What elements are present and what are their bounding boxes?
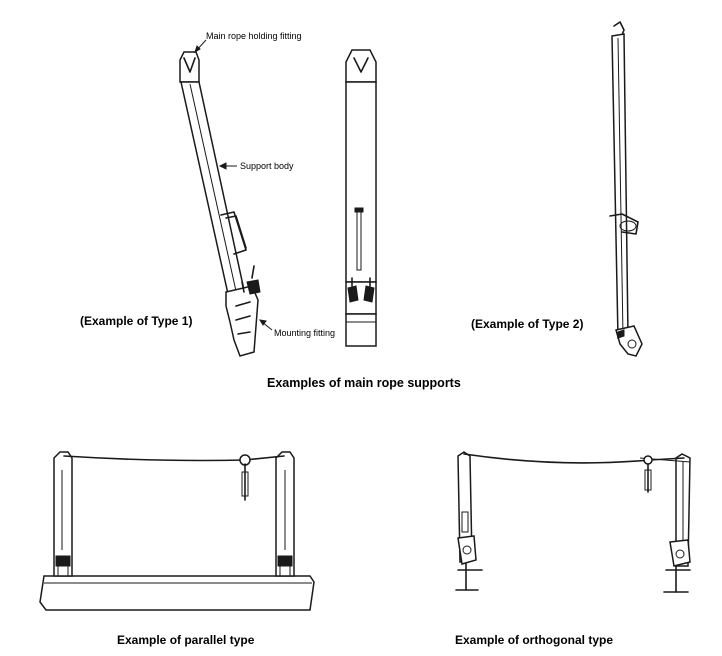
type1-front-view [345, 49, 377, 347]
caption-type1: (Example of Type 1) [80, 314, 192, 328]
label-mounting-fitting: Mounting fitting [274, 328, 335, 338]
type1-inclined-support [179, 51, 261, 357]
orthogonal-type-illustration [455, 451, 691, 593]
label-arrows [194, 39, 273, 331]
caption-parallel-type: Example of parallel type [117, 633, 255, 647]
caption-orthogonal-type: Example of orthogonal type [455, 633, 613, 647]
label-support-body: Support body [240, 161, 294, 171]
type2-support [609, 21, 643, 357]
caption-main-title: Examples of main rope supports [267, 376, 461, 390]
label-main-rope-holding-fitting: Main rope holding fitting [206, 31, 302, 41]
parallel-type-illustration [39, 451, 315, 611]
caption-type2: (Example of Type 2) [471, 317, 583, 331]
